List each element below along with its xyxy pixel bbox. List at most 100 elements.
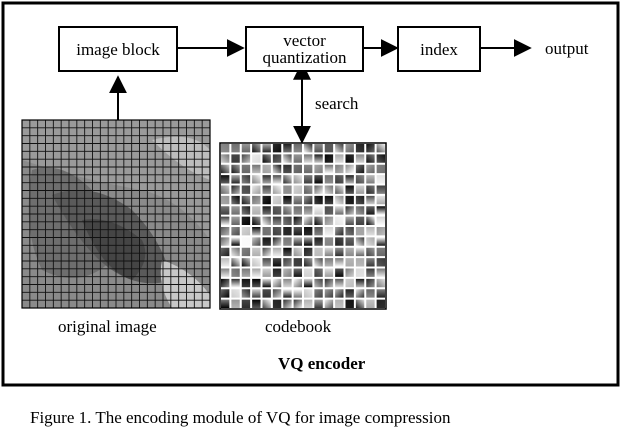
codeword-tile	[221, 289, 230, 298]
codeword-tile	[221, 237, 230, 246]
encoder-frame	[1, 1, 620, 387]
codeword-tile	[366, 164, 375, 174]
codeword-tile	[252, 216, 261, 225]
codeword-tile	[231, 237, 240, 246]
codeword-tile	[304, 185, 313, 194]
codeword-tile	[293, 258, 302, 267]
codeword-tile	[262, 237, 271, 246]
codeword-tile	[241, 195, 251, 205]
index-box: index	[397, 26, 481, 72]
codeword-tile	[293, 216, 302, 225]
codeword-tile	[314, 227, 323, 236]
codeword-tile	[231, 247, 240, 257]
codeword-tile	[345, 289, 354, 298]
codeword-tile	[304, 154, 313, 163]
codeword-tile	[376, 247, 385, 257]
codeword-tile	[314, 185, 323, 194]
codeword-tile	[355, 195, 365, 205]
codeword-tile	[221, 268, 230, 277]
codeword-tile	[241, 206, 251, 215]
codeword-tile	[314, 144, 323, 153]
codeword-tile	[304, 144, 313, 153]
vector-quantization-box: vector quantization	[245, 26, 364, 72]
codeword-tile	[231, 299, 240, 308]
codeword-tile	[231, 206, 240, 215]
codeword-tile	[376, 175, 385, 184]
codeword-tile	[345, 164, 354, 174]
codeword-tile	[376, 258, 385, 267]
codeword-tile	[324, 268, 334, 277]
codeword-tile	[355, 258, 365, 267]
codeword-tile	[283, 175, 292, 184]
codeword-tile	[335, 195, 344, 205]
codeword-tile	[293, 185, 302, 194]
codeword-tile	[376, 216, 385, 225]
codeword-tile	[314, 268, 323, 277]
codeword-tile	[314, 206, 323, 215]
codeword-tile	[283, 268, 292, 277]
codeword-tile	[314, 164, 323, 174]
codeword-tile	[293, 299, 302, 308]
codeword-tile	[293, 164, 302, 174]
codeword-tile	[324, 258, 334, 267]
codeword-tile	[355, 247, 365, 257]
codeword-tile	[262, 278, 271, 288]
codeword-tile	[241, 216, 251, 225]
codeword-tile	[355, 216, 365, 225]
codeword-tile	[355, 299, 365, 308]
codeword-tile	[376, 154, 385, 163]
codeword-tile	[252, 227, 261, 236]
original-image-label: original image	[58, 317, 157, 336]
vq-encoder-label: VQ encoder	[278, 354, 366, 373]
codeword-tile	[355, 185, 365, 194]
codeword-tile	[335, 237, 344, 246]
codeword-tile	[314, 175, 323, 184]
codeword-tile	[283, 299, 292, 308]
codeword-tile	[355, 227, 365, 236]
codeword-tile	[221, 247, 230, 257]
codeword-tile	[293, 268, 302, 277]
codeword-tile	[262, 154, 271, 163]
codeword-tile	[283, 216, 292, 225]
codeword-tile	[231, 258, 240, 267]
codeword-tile	[314, 216, 323, 225]
codeword-tile	[231, 227, 240, 236]
codeword-tile	[345, 206, 354, 215]
codeword-tile	[262, 299, 271, 308]
codeword-tile	[262, 247, 271, 257]
image-block-label: image block	[76, 39, 160, 59]
image-block-box: image block	[58, 26, 178, 72]
figure-caption: Figure 1. The encoding module of VQ for …	[30, 408, 451, 427]
codeword-tile	[283, 195, 292, 205]
codeword-tile	[345, 268, 354, 277]
codeword-tile	[345, 195, 354, 205]
vq-label-line1: vector	[283, 31, 326, 50]
codeword-tile	[241, 154, 251, 163]
codeword-tile	[366, 278, 375, 288]
codeword-tile	[272, 227, 282, 236]
codeword-tile	[314, 154, 323, 163]
codeword-tile	[252, 195, 261, 205]
codeword-tile	[293, 195, 302, 205]
codeword-tile	[355, 278, 365, 288]
codeword-tile	[272, 268, 282, 277]
codeword-tile	[252, 278, 261, 288]
search-label: search	[315, 94, 359, 113]
codeword-tile	[366, 185, 375, 194]
codeword-tile	[241, 164, 251, 174]
codeword-tile	[355, 154, 365, 163]
original-image	[21, 119, 211, 309]
codeword-tile	[262, 289, 271, 298]
codeword-tile	[376, 278, 385, 288]
codeword-tile	[345, 144, 354, 153]
codeword-tile	[272, 154, 282, 163]
codeword-tile	[366, 299, 375, 308]
codeword-tile	[293, 175, 302, 184]
codeword-tile	[252, 258, 261, 267]
codeword-tile	[335, 164, 344, 174]
codeword-tile	[345, 299, 354, 308]
codeword-tile	[262, 227, 271, 236]
codeword-tile	[241, 237, 251, 246]
codeword-tile	[366, 175, 375, 184]
codeword-tile	[293, 278, 302, 288]
